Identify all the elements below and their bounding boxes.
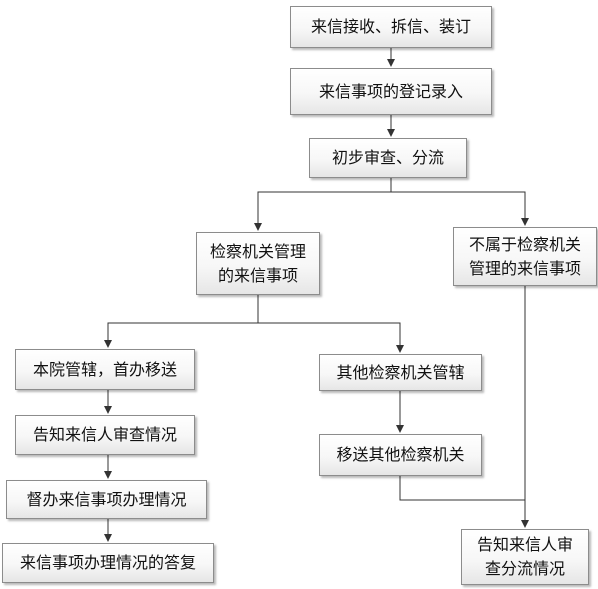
node-prosecution-matters: 检察机关管理 的来信事项 [196, 232, 320, 295]
node-review: 初步审查、分流 [309, 138, 467, 178]
node-other-prosecution: 其他检察机关管辖 [319, 354, 482, 391]
arrow-prosecution-to-other-prosecution [258, 322, 404, 353]
node-transfer-other: 移送其他检察机关 [319, 434, 482, 476]
node-reply: 来信事项办理情况的答复 [2, 543, 214, 583]
node-register: 来信事项的登记录入 [290, 68, 492, 115]
node-non-prosecution-matters: 不属于检察机关 管理的来信事项 [453, 227, 597, 286]
node-notify-review: 告知来信人审查情况 [15, 415, 195, 455]
arrow-review-to-non-prosecution-matters [391, 191, 529, 226]
arrow-transfer-to-notify-diversion [399, 476, 525, 501]
arrow-prosecution-to-this-court [104, 295, 259, 348]
node-supervise: 督办来信事项办理情况 [6, 480, 207, 519]
node-this-court: 本院管辖，首办移送 [15, 349, 195, 390]
arrow-review-to-prosecution-matters [254, 178, 392, 231]
node-receive: 来信接收、拆信、装订 [290, 6, 492, 48]
node-notify-diversion: 告知来信人审 查分流情况 [461, 529, 589, 585]
